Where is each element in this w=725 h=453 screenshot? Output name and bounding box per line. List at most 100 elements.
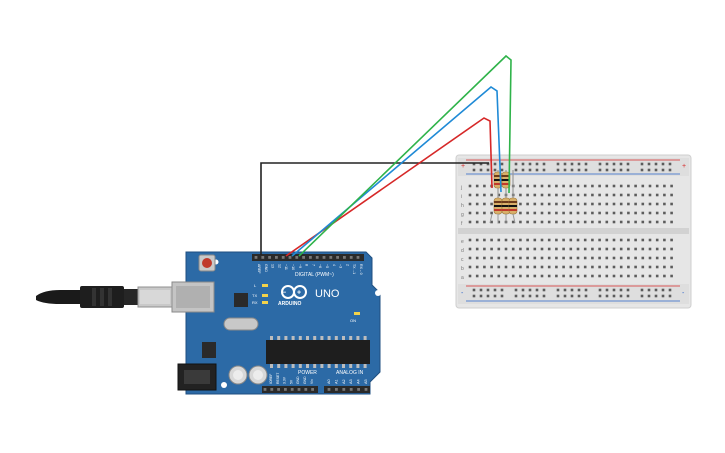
rail-hole[interactable]	[612, 294, 616, 298]
rail-hole[interactable]	[556, 168, 560, 172]
breadboard-hole[interactable]	[540, 193, 544, 197]
breadboard-hole[interactable]	[655, 211, 659, 215]
rail-hole[interactable]	[598, 162, 602, 166]
breadboard-hole[interactable]	[519, 220, 522, 224]
rail-hole[interactable]	[598, 294, 602, 298]
rail-hole[interactable]	[521, 288, 525, 292]
breadboard-hole[interactable]	[591, 211, 594, 215]
rail-hole[interactable]	[500, 168, 504, 172]
reset-button[interactable]	[198, 254, 216, 272]
header-pin[interactable]	[327, 388, 331, 391]
breadboard-hole[interactable]	[641, 202, 645, 206]
breadboard-hole[interactable]	[627, 184, 630, 188]
breadboard-hole[interactable]	[468, 220, 472, 224]
breadboard-hole[interactable]	[591, 256, 594, 260]
breadboard-hole[interactable]	[483, 247, 486, 251]
breadboard-hole[interactable]	[569, 238, 573, 242]
rail-hole[interactable]	[668, 288, 672, 292]
header-pin[interactable]	[268, 256, 271, 259]
rail-hole[interactable]	[647, 288, 651, 292]
breadboard-hole[interactable]	[526, 247, 529, 251]
usb-port[interactable]	[171, 281, 215, 313]
breadboard-hole[interactable]	[490, 265, 493, 269]
rail-hole[interactable]	[647, 162, 651, 166]
breadboard-hole[interactable]	[663, 247, 666, 251]
breadboard-hole[interactable]	[655, 265, 659, 269]
rail-hole[interactable]	[654, 294, 658, 298]
breadboard-hole[interactable]	[504, 274, 508, 278]
rail-hole[interactable]	[500, 288, 504, 292]
breadboard-hole[interactable]	[468, 193, 472, 197]
breadboard-hole[interactable]	[605, 256, 609, 260]
breadboard-hole[interactable]	[504, 265, 508, 269]
rail-hole[interactable]	[563, 168, 567, 172]
breadboard-hole[interactable]	[641, 193, 645, 197]
breadboard-hole[interactable]	[475, 211, 479, 215]
breadboard-hole[interactable]	[497, 220, 501, 224]
header-pin[interactable]	[329, 256, 333, 259]
rail-hole[interactable]	[584, 288, 588, 292]
rail-hole[interactable]	[472, 288, 476, 292]
rail-hole[interactable]	[479, 168, 483, 172]
breadboard-hole[interactable]	[655, 238, 659, 242]
breadboard-hole[interactable]	[540, 265, 544, 269]
breadboard-hole[interactable]	[562, 220, 565, 224]
breadboard-hole[interactable]	[591, 220, 594, 224]
breadboard-hole[interactable]	[533, 193, 537, 197]
header-pin[interactable]	[311, 388, 314, 391]
rail-hole[interactable]	[577, 168, 581, 172]
breadboard-hole[interactable]	[605, 220, 609, 224]
breadboard-hole[interactable]	[634, 184, 637, 188]
rail-hole[interactable]	[619, 294, 623, 298]
breadboard-hole[interactable]	[533, 265, 537, 269]
rail-hole[interactable]	[563, 162, 567, 166]
rail-hole[interactable]	[577, 294, 581, 298]
breadboard-hole[interactable]	[641, 184, 645, 188]
breadboard-hole[interactable]	[634, 274, 637, 278]
rail-hole[interactable]	[514, 294, 518, 298]
breadboard-hole[interactable]	[648, 265, 652, 269]
rail-hole[interactable]	[472, 294, 476, 298]
breadboard-hole[interactable]	[598, 193, 601, 197]
breadboard-hole[interactable]	[591, 193, 594, 197]
rail-hole[interactable]	[612, 162, 616, 166]
breadboard-hole[interactable]	[605, 238, 609, 242]
breadboard-hole[interactable]	[663, 256, 666, 260]
breadboard-hole[interactable]	[612, 238, 616, 242]
rail-hole[interactable]	[521, 162, 525, 166]
rail-hole[interactable]	[640, 294, 644, 298]
breadboard-hole[interactable]	[627, 202, 630, 206]
breadboard-hole[interactable]	[526, 202, 529, 206]
breadboard-hole[interactable]	[576, 193, 580, 197]
breadboard-hole[interactable]	[504, 256, 508, 260]
breadboard-hole[interactable]	[648, 256, 652, 260]
header-pin[interactable]	[309, 256, 312, 259]
rail-hole[interactable]	[577, 288, 581, 292]
breadboard-hole[interactable]	[562, 238, 565, 242]
breadboard-hole[interactable]	[663, 265, 666, 269]
breadboard-hole[interactable]	[583, 193, 587, 197]
breadboard-hole[interactable]	[569, 256, 573, 260]
header-pin[interactable]	[304, 388, 308, 391]
breadboard-hole[interactable]	[511, 274, 515, 278]
breadboard-hole[interactable]	[547, 211, 551, 215]
breadboard-hole[interactable]	[648, 238, 652, 242]
breadboard-hole[interactable]	[663, 184, 666, 188]
rail-hole[interactable]	[668, 294, 672, 298]
breadboard-hole[interactable]	[547, 274, 551, 278]
rail-hole[interactable]	[528, 162, 532, 166]
breadboard-hole[interactable]	[540, 238, 544, 242]
rail-hole[interactable]	[640, 168, 644, 172]
breadboard-hole[interactable]	[468, 265, 472, 269]
rail-hole[interactable]	[654, 162, 658, 166]
breadboard-hole[interactable]	[641, 265, 645, 269]
breadboard-hole[interactable]	[497, 247, 501, 251]
breadboard-hole[interactable]	[519, 193, 522, 197]
rail-hole[interactable]	[626, 168, 630, 172]
breadboard-hole[interactable]	[583, 238, 587, 242]
breadboard-hole[interactable]	[576, 220, 580, 224]
breadboard-hole[interactable]	[526, 265, 529, 269]
breadboard-hole[interactable]	[569, 247, 573, 251]
breadboard-hole[interactable]	[555, 256, 558, 260]
breadboard-hole[interactable]	[663, 193, 666, 197]
